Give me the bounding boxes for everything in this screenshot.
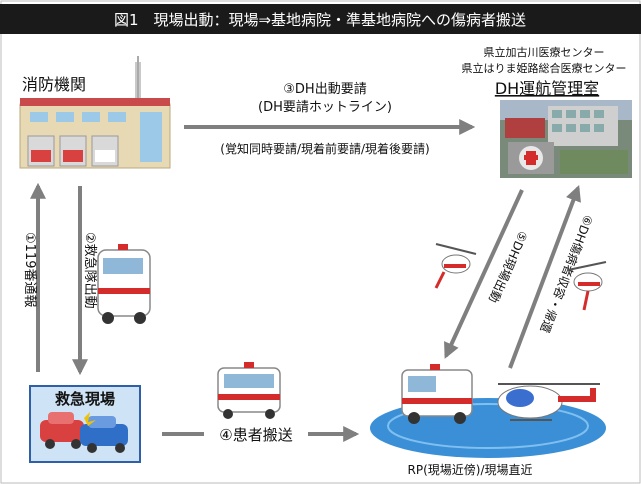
- rp-label: RP(現場近傍)/現場直近: [408, 462, 533, 477]
- fire-dept-label: 消防機関: [22, 75, 86, 94]
- title-bar: [0, 4, 641, 34]
- ambulance-icon: [97, 244, 151, 324]
- helicopter-outbound-icon: [434, 243, 477, 289]
- hospital-name-2: 県立はりま姫路総合医療センター: [462, 61, 627, 75]
- figure-title: 図1 現場出動：現場⇒基地病院・準基地病院への傷病者搬送: [114, 11, 526, 29]
- dh-operations-room-label: DH運航管理室: [495, 79, 599, 98]
- step1-label: ①119番通報: [22, 232, 37, 307]
- car-crash-icon: [40, 410, 128, 453]
- step4-label: ④患者搬送: [219, 426, 292, 444]
- arrow-dh-dispatch: [444, 189, 524, 359]
- rp-ambulance-icon: [401, 364, 473, 424]
- hospital-photo: [500, 100, 632, 178]
- hospital-name-1: 県立加古川医療センター: [484, 45, 605, 59]
- fire-station-illustration: [19, 56, 171, 169]
- step4-label-bg: [204, 424, 308, 444]
- arrow-dh-return: [508, 185, 581, 369]
- step3-label: ③DH出動要請: [283, 82, 366, 97]
- step3-note: (覚知同時要請/現着前要請/現着後要請): [220, 141, 429, 156]
- rp-helicopter-icon: [497, 383, 600, 421]
- helicopter-return-icon: [567, 261, 607, 311]
- step3-sublabel: (DH要請ホットライン): [258, 100, 392, 115]
- scene-label: 救急現場: [55, 390, 115, 408]
- step2-label: ②救急隊出動: [82, 232, 98, 309]
- ambulance-front-icon: [217, 362, 281, 419]
